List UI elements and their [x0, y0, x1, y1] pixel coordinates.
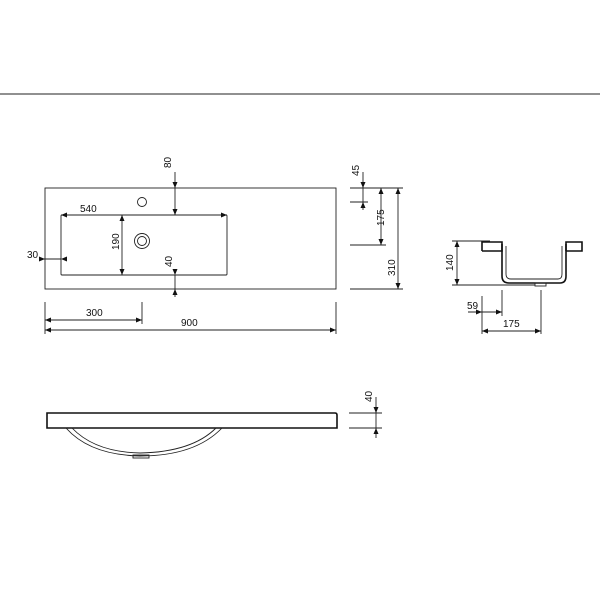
dim-190-arrow-top — [119, 215, 125, 221]
dim-900-arrow-right — [330, 327, 336, 333]
dim-190-label: 190 — [111, 233, 122, 250]
plan-view: 80 540 190 30 40 300 900 — [27, 156, 337, 334]
front-bowl — [65, 427, 223, 457]
dim-310-label: 310 — [387, 259, 398, 276]
drain-outer — [134, 233, 150, 249]
section-left-flange — [481, 241, 503, 252]
dim-80-label: 80 — [163, 156, 174, 168]
side-view-dims: 45 175 310 — [350, 164, 403, 290]
drain-inner — [137, 236, 147, 246]
dim-140-arrow-bottom — [454, 279, 460, 285]
dim-30-arrow-2 — [61, 256, 67, 262]
dim-900-label: 900 — [181, 318, 198, 329]
section-bowl-inner — [505, 246, 563, 280]
dim-540-label: 540 — [80, 204, 97, 215]
dim-175-section-arrow-right — [535, 328, 541, 334]
section-right-flange — [565, 241, 583, 252]
dim-59-label: 59 — [467, 301, 479, 312]
dim-300-label: 300 — [86, 308, 103, 319]
dim-540-arrow-left — [61, 212, 67, 218]
dim-175-side-label: 175 — [376, 209, 387, 226]
front-drain — [132, 454, 150, 459]
dim-310-arrow-top — [395, 188, 401, 194]
dim-300-arrow-left — [45, 317, 51, 323]
dim-140-arrow-top — [454, 241, 460, 247]
dim-40-front-arrow-top — [373, 407, 379, 413]
dim-30-arrow — [39, 256, 45, 262]
front-bowl-inner — [71, 427, 217, 454]
dim-59-arrow-right — [496, 309, 502, 315]
dim-45-label: 45 — [351, 164, 362, 176]
front-countertop — [46, 412, 338, 429]
dim-45-arrow-bottom — [360, 202, 366, 208]
dim-30-label: 30 — [27, 250, 39, 261]
dim-45-arrow-top — [360, 182, 366, 188]
countertop-outline — [44, 187, 337, 290]
front-view: 40 — [46, 390, 382, 459]
dim-175-section-arrow-left — [482, 328, 488, 334]
dim-540-arrow-right — [221, 212, 227, 218]
dim-80-arrow-2 — [172, 209, 178, 215]
dim-310-arrow-bottom — [395, 283, 401, 289]
dim-175-side-arrow-top — [378, 188, 384, 194]
section-view: 140 59 175 — [445, 240, 583, 334]
dim-40-front-label: 40 — [364, 390, 375, 402]
dim-900-arrow-left — [45, 327, 51, 333]
dim-40-front-arrow-bottom — [373, 428, 379, 434]
dim-59-arrow-left — [476, 309, 482, 315]
dim-40-plan-label: 40 — [164, 255, 175, 267]
tap-hole — [137, 197, 147, 207]
dim-175-section-label: 175 — [503, 319, 520, 330]
dim-40-plan-arrow-top — [172, 269, 178, 275]
dim-40-plan-arrow-bottom — [172, 289, 178, 295]
dim-80-arrow — [172, 182, 178, 188]
dim-190-arrow-bottom — [119, 269, 125, 275]
section-drain — [534, 282, 547, 287]
dim-175-side-arrow-bottom — [378, 239, 384, 245]
section-bowl — [501, 244, 567, 284]
dim-140-label: 140 — [445, 254, 456, 271]
dim-300-arrow-right — [136, 317, 142, 323]
